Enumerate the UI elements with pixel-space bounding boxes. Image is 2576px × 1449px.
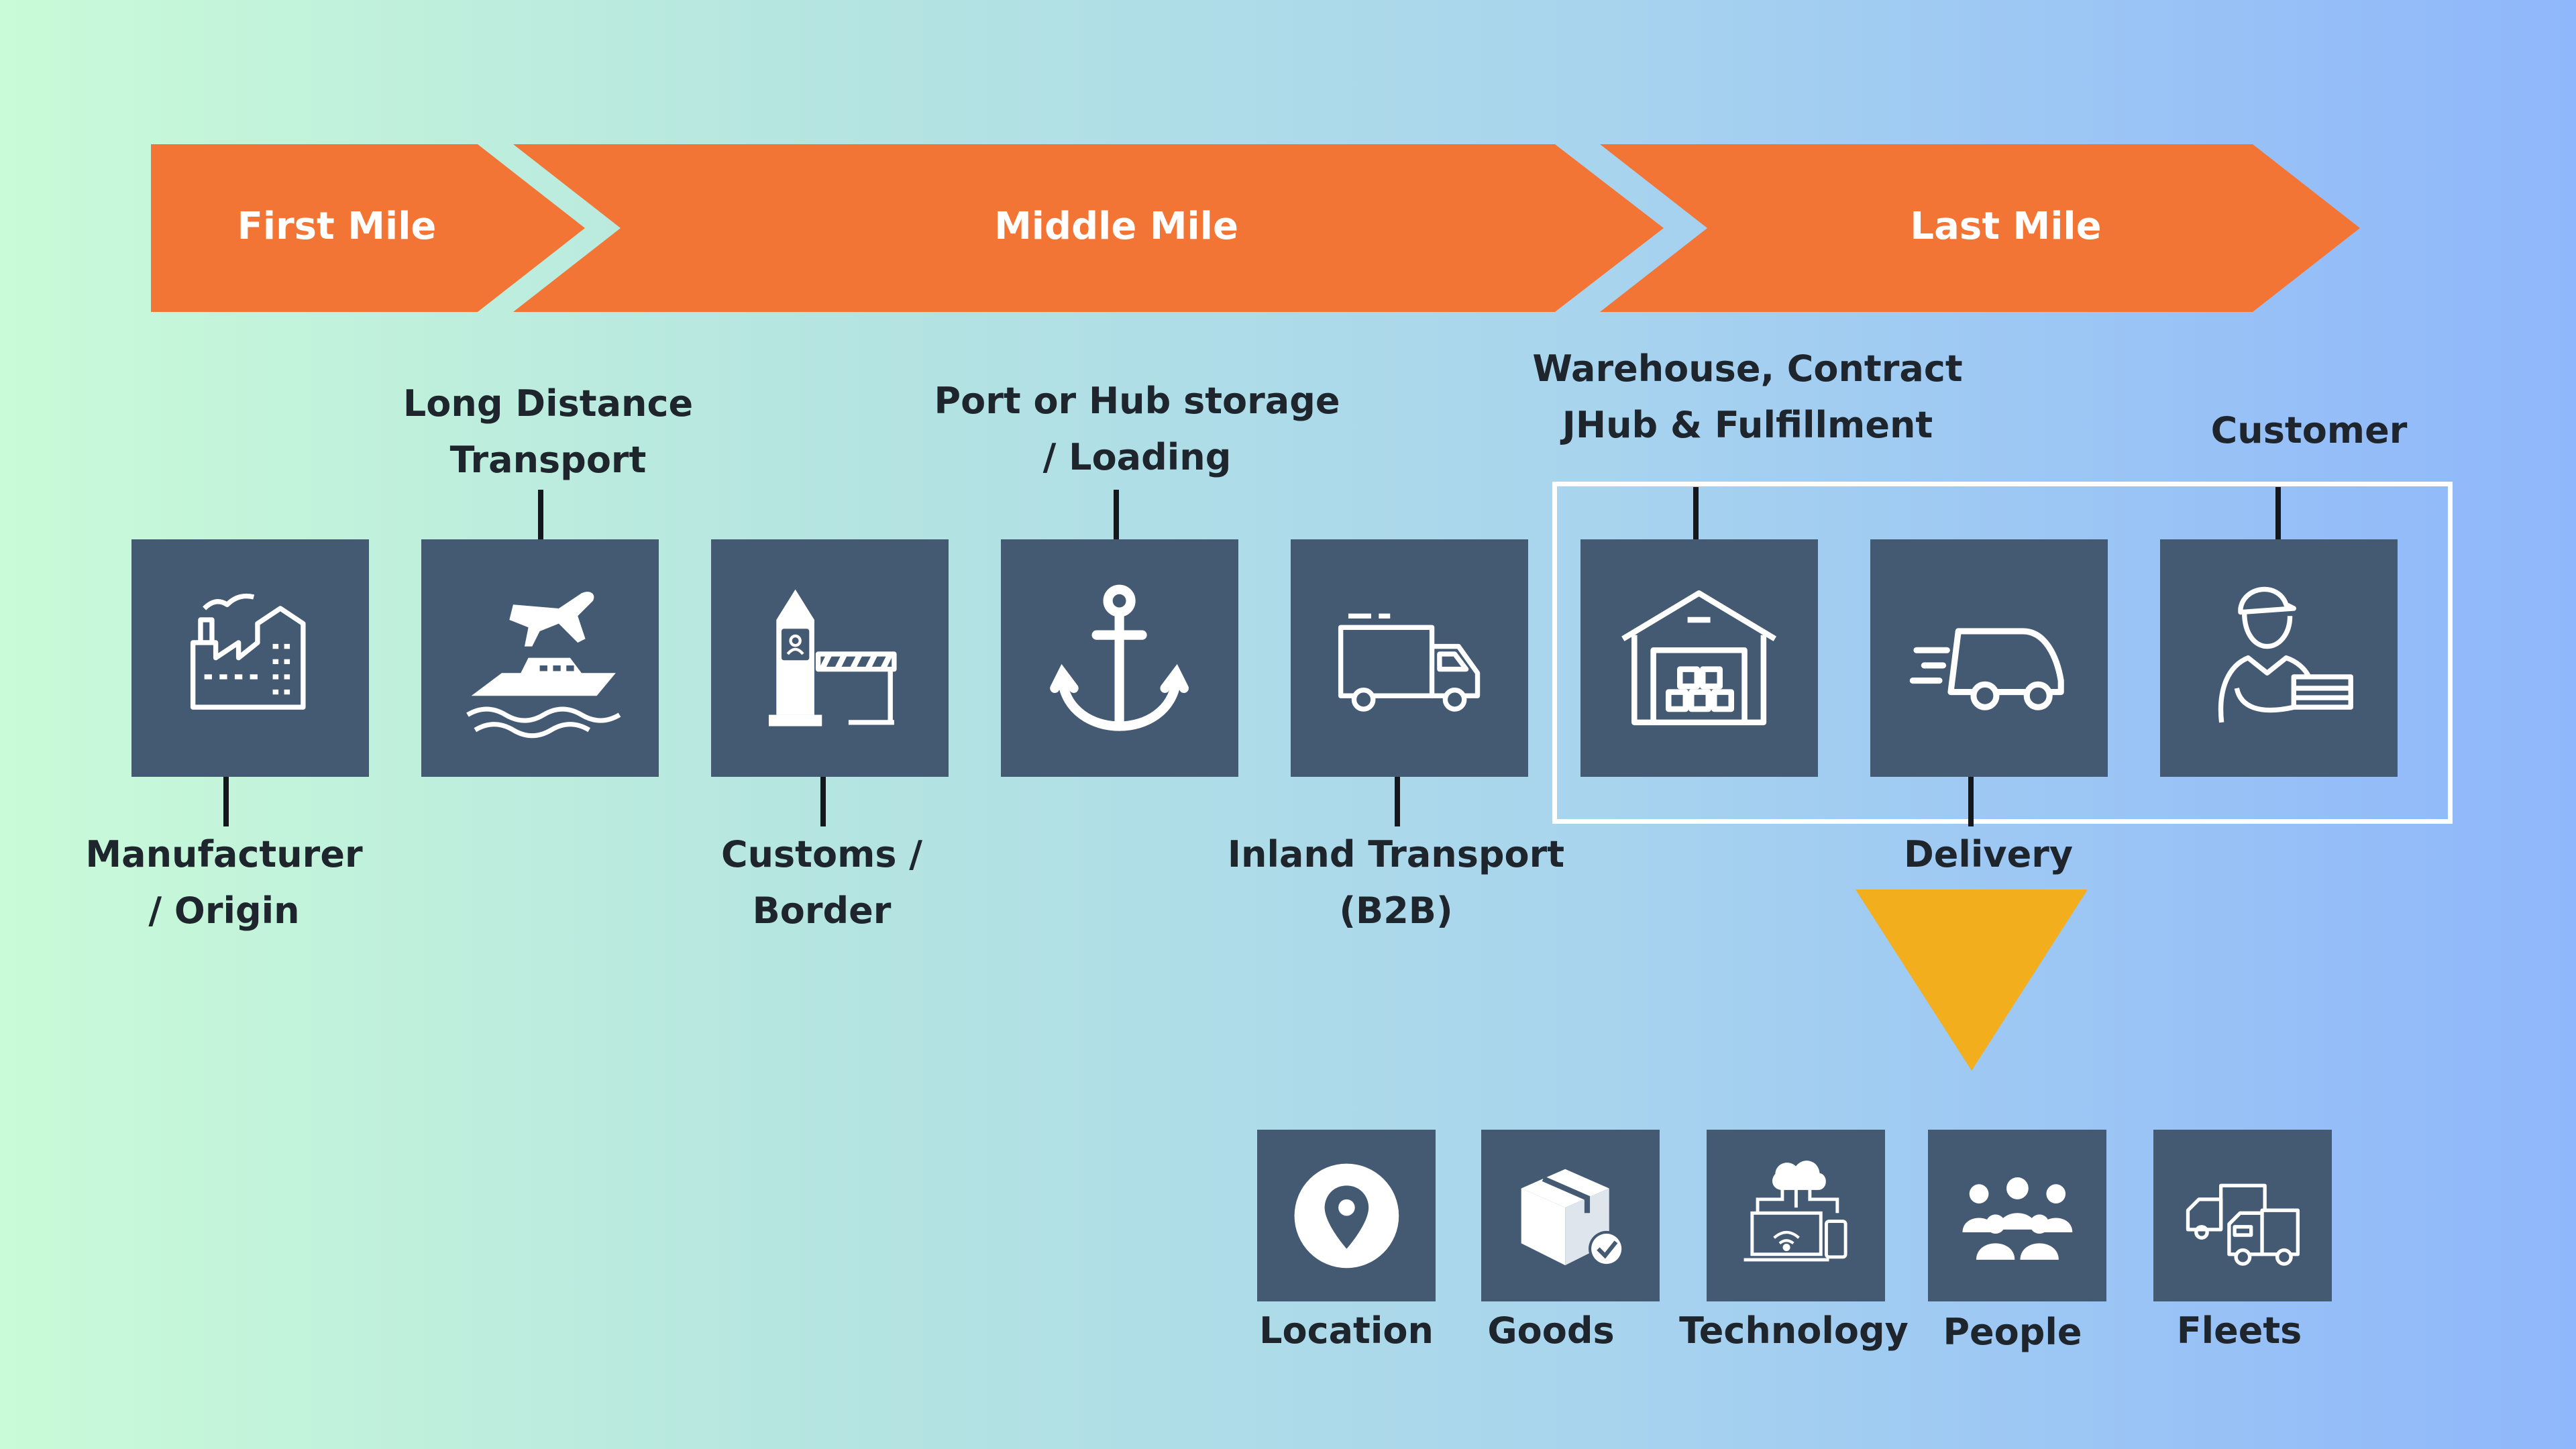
technology-tile	[1707, 1130, 1885, 1301]
last-mile-chevron	[1600, 144, 2360, 312]
truck-icon	[1338, 614, 1481, 712]
fleets-tile	[2153, 1130, 2332, 1301]
warehouse-tile	[1580, 539, 1818, 777]
connector-customer	[2275, 487, 2281, 539]
courier-icon	[2218, 587, 2354, 723]
connector-customs	[820, 777, 826, 826]
factor-label-fleets: Fleets	[2176, 1309, 2302, 1352]
middle-mile-chevron	[513, 144, 1664, 312]
first-mile-chevron	[151, 144, 585, 312]
delivery-funnel-triangle	[1856, 890, 2088, 1071]
fleet-vehicles-icon	[2186, 1183, 2300, 1266]
connector-port	[1114, 490, 1119, 539]
location-pin-icon	[1294, 1163, 1399, 1268]
fast-truck-icon	[1910, 628, 2065, 711]
customer-tile	[2160, 539, 2398, 777]
connector-inland	[1395, 777, 1400, 826]
step-label-customs: Customs /Border	[720, 833, 923, 932]
warehouse-icon	[1621, 590, 1777, 726]
long-distance-tile	[421, 539, 659, 777]
manufacturer-tile	[131, 539, 369, 777]
factory-icon	[191, 594, 306, 710]
location-tile	[1257, 1130, 1436, 1301]
first-mile-label: First Mile	[237, 205, 437, 248]
step-label-manufacturer: Manufacturer/ Origin	[85, 833, 363, 932]
connector-manufacturer	[223, 777, 229, 826]
border-gate-icon	[769, 590, 897, 727]
inland-transport-tile	[1291, 539, 1528, 777]
people-tile	[1928, 1130, 2106, 1301]
step-label-customer: Customer	[2210, 409, 2408, 451]
last-mile-label: Last Mile	[1910, 205, 2102, 248]
port-hub-tile	[1001, 539, 1238, 777]
plane-ship-icon	[466, 592, 621, 739]
last-mile-highlight-box	[1552, 482, 2453, 824]
step-label-inland-transport: Inland Transport(B2B)	[1227, 833, 1565, 932]
connector-long-distance	[538, 490, 543, 539]
customs-tile	[711, 539, 949, 777]
factor-label-goods: Goods	[1487, 1309, 1615, 1352]
factor-label-technology: Technology	[1679, 1309, 1909, 1352]
step-label-port-hub: Port or Hub storage/ Loading	[934, 380, 1340, 478]
middle-mile-label: Middle Mile	[994, 205, 1238, 248]
factor-label-location: Location	[1259, 1309, 1434, 1352]
connector-delivery	[1968, 777, 1974, 826]
factor-label-people: People	[1943, 1311, 2082, 1353]
step-label-delivery: Delivery	[1903, 833, 2074, 875]
connector-warehouse	[1693, 487, 1699, 539]
goods-tile	[1481, 1130, 1660, 1301]
delivery-tile	[1870, 539, 2108, 777]
people-group-icon	[1962, 1177, 2072, 1260]
package-check-icon	[1521, 1169, 1624, 1267]
anchor-icon	[1050, 584, 1189, 732]
cloud-devices-icon	[1743, 1160, 1847, 1261]
